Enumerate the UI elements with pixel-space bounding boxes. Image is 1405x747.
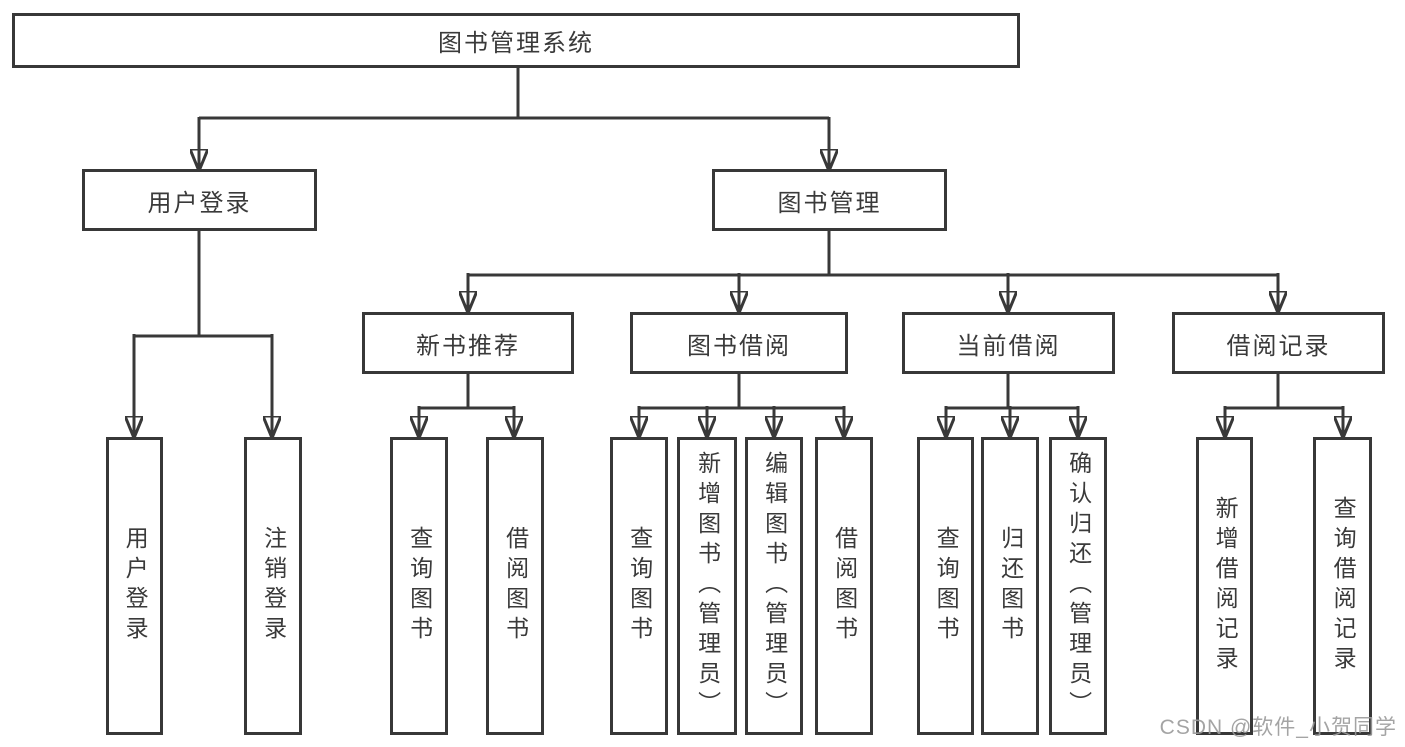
leaf-cb-query-books: 查询图书 <box>917 437 974 735</box>
leaf-br-add-record: 新增借阅记录 <box>1196 437 1253 735</box>
node-user-login: 用户登录 <box>82 169 317 231</box>
connector-book-management-group <box>468 231 1278 312</box>
connector-user-login-group <box>134 231 272 437</box>
leaf-logout: 注销登录 <box>244 437 302 735</box>
node-root: 图书管理系统 <box>12 13 1020 68</box>
leaf-bb-edit-books-admin: 编辑图书（管理员） <box>745 437 803 735</box>
connector-borrow-records-group <box>1225 373 1343 437</box>
leaf-bb-query-books: 查询图书 <box>610 437 668 735</box>
connector-book-borrow-group <box>639 373 844 437</box>
leaf-user-login: 用户登录 <box>106 437 163 735</box>
node-book-borrow: 图书借阅 <box>630 312 848 374</box>
leaf-nbr-query-books: 查询图书 <box>390 437 448 735</box>
leaf-nbr-borrow-books: 借阅图书 <box>486 437 544 735</box>
leaf-bb-add-books-admin: 新增图书（管理员） <box>677 437 737 735</box>
leaf-br-query-record: 查询借阅记录 <box>1313 437 1372 735</box>
node-borrow-records: 借阅记录 <box>1172 312 1385 374</box>
leaf-cb-return-books: 归还图书 <box>981 437 1039 735</box>
csdn-watermark: CSDN @软件_小贺同学 <box>1159 716 1397 739</box>
connector-new-book-recommend-group <box>419 373 514 437</box>
node-book-management: 图书管理 <box>712 169 947 231</box>
connector-root-to-level2 <box>199 67 829 170</box>
node-current-borrow: 当前借阅 <box>902 312 1115 374</box>
node-new-book-recommend: 新书推荐 <box>362 312 574 374</box>
leaf-cb-confirm-return-admin: 确认归还（管理员） <box>1049 437 1107 735</box>
leaf-bb-borrow-books: 借阅图书 <box>815 437 873 735</box>
connector-current-borrow-group <box>946 373 1078 437</box>
